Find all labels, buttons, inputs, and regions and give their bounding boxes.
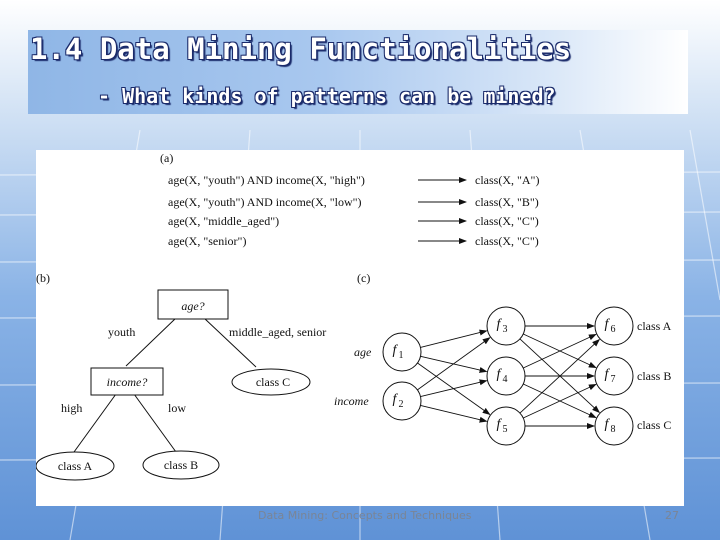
connection-f1-f3 (420, 329, 488, 348)
income-node-label: income? (107, 375, 148, 389)
node-f7 (594, 356, 634, 396)
output-label-class-b: class B (637, 369, 671, 383)
slide-footer: Data Mining: Concepts and Techniques 27 (0, 509, 720, 525)
node-f1 (382, 332, 422, 372)
income-node (90, 367, 164, 396)
footer-text: Data Mining: Concepts and Techniques (258, 509, 472, 522)
leaf-class-c (231, 368, 311, 396)
connection-f4-f6 (523, 333, 597, 369)
leaf-class-a (36, 451, 115, 481)
panel-a-label: (a) (160, 151, 173, 165)
leaf-class-c-label: class C (256, 375, 290, 389)
edge-label-low: low (168, 401, 186, 415)
output-label-class-c: class C (637, 418, 671, 432)
classification-figure: (a) age(X, "youth") AND income(X, "high"… (36, 151, 672, 481)
connection-f2-f4 (420, 379, 488, 397)
node-f2 (382, 381, 422, 421)
root-node (157, 289, 229, 320)
rule-2-condition: age(X, "youth") AND income(X, "low") (168, 195, 362, 209)
node-f4 (486, 356, 526, 396)
input-label-income: income (334, 394, 369, 408)
node-f8 (594, 406, 634, 446)
input-label-age: age (354, 345, 372, 359)
node-f6 (594, 306, 634, 346)
rule-2-result: class(X, "B") (475, 195, 539, 209)
page-number: 27 (665, 509, 679, 522)
edge-label-middle-senior: middle_aged, senior (229, 325, 326, 339)
output-label-class-a: class A (637, 319, 672, 333)
rule-4-result: class(X, "C") (475, 234, 539, 248)
node-f3 (486, 306, 526, 346)
leaf-class-a-label: class A (58, 459, 93, 473)
rule-3-condition: age(X, "middle_aged") (168, 214, 279, 228)
panel-b-label: (b) (36, 271, 50, 285)
leaf-class-b-label: class B (164, 458, 198, 472)
connection-f5-f6 (519, 338, 601, 414)
node-f5 (486, 406, 526, 446)
panel-c-label: (c) (357, 271, 370, 285)
slide-subtitle: - What kinds of patterns can be mined? (98, 84, 556, 108)
rule-4-condition: age(X, "senior") (168, 234, 246, 248)
connection-f5-f7 (523, 383, 597, 419)
rule-3-result: class(X, "C") (475, 214, 539, 228)
rule-1-result: class(X, "A") (475, 173, 539, 187)
network-connections (417, 323, 601, 429)
connection-f2-f5 (420, 405, 488, 423)
slide-title: 1.4 Data Mining Functionalities (30, 32, 572, 66)
leaf-class-b (142, 450, 220, 480)
edge-label-high: high (61, 401, 82, 415)
panel-a: (a) age(X, "youth") AND income(X, "high"… (160, 151, 539, 248)
rule-1-condition: age(X, "youth") AND income(X, "high") (168, 173, 365, 187)
connection-f2-f3 (417, 337, 491, 391)
panel-b: (b) age? youth middle_aged, senior incom… (36, 271, 326, 481)
root-node-label: age? (181, 299, 204, 313)
edge-label-youth: youth (108, 325, 135, 339)
figure-panel (36, 150, 684, 506)
title-band (28, 30, 688, 114)
